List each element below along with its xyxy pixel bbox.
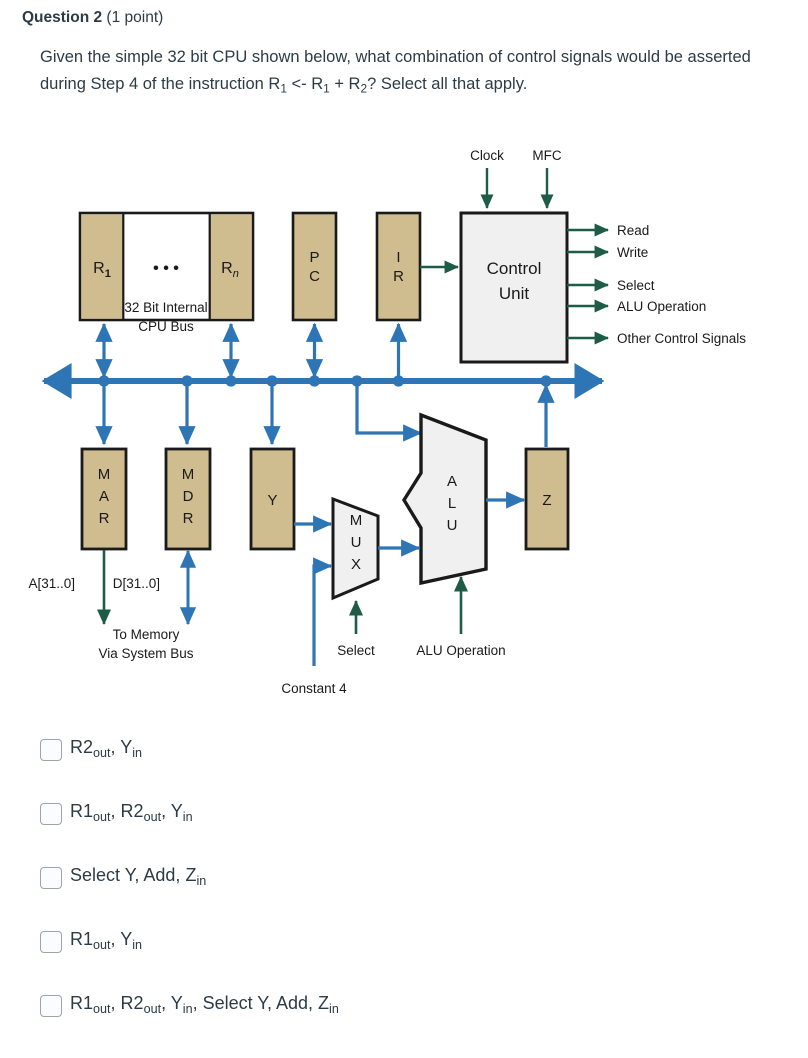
answer-option-1[interactable]: R2out, Yin xyxy=(40,735,780,799)
ir-register-box xyxy=(375,211,422,322)
select-output-label: Select xyxy=(617,278,655,293)
option-checkbox-4[interactable] xyxy=(40,931,62,953)
register-r1-box xyxy=(81,214,124,319)
option-label-2: R1out, R2out, Yin xyxy=(70,801,193,824)
constant4-label: Constant 4 xyxy=(281,681,347,696)
alu-operation-output-label: ALU Operation xyxy=(617,299,706,314)
bus-label-line2: CPU Bus xyxy=(138,319,194,334)
alu-operation-signal-label: ALU Operation xyxy=(416,643,505,658)
alu-label-line1: A xyxy=(447,473,457,490)
prompt-text-4: ? Select all that apply. xyxy=(367,75,528,93)
alu-label-line2: L xyxy=(448,495,456,512)
to-memory-label-line2: Via System Bus xyxy=(98,646,193,661)
question-header: Question 2 (1 point) xyxy=(22,8,163,28)
prompt-sub-1: 1 xyxy=(280,81,287,96)
mar-register-box xyxy=(80,447,128,551)
write-output-label: Write xyxy=(617,245,648,260)
mux-label-line3: X xyxy=(351,556,361,573)
control-unit-box xyxy=(459,211,569,364)
answer-option-4[interactable]: R1out, Yin xyxy=(40,927,780,991)
bus-dot-mdr xyxy=(266,375,278,387)
mux-label-line2: U xyxy=(351,534,362,551)
pc-label-line1: P xyxy=(309,249,319,266)
mdr-label-line3: R xyxy=(183,510,194,527)
alu-shape xyxy=(402,412,488,586)
mar-label-line2: A xyxy=(99,488,109,505)
alu-label-line3: U xyxy=(447,517,458,534)
answer-option-5[interactable]: R1out, R2out, Yin, Select Y, Add, Zin xyxy=(40,991,780,1055)
mdr-label-line1: M xyxy=(182,466,195,483)
register-rn-box xyxy=(209,214,252,319)
pc-label-line2: C xyxy=(309,268,320,285)
y-label: Y xyxy=(267,492,277,509)
z-register-box xyxy=(524,447,570,551)
ir-label-line1: I xyxy=(396,249,400,266)
constant4-to-mux-arrow xyxy=(312,557,333,666)
option-label-3: Select Y, Add, Zin xyxy=(70,865,207,888)
pc-register-box xyxy=(291,211,338,322)
option-label-4: R1out, Yin xyxy=(70,929,143,952)
prompt-sub-2: 1 xyxy=(323,81,330,96)
mux-shape xyxy=(331,496,380,601)
bus-dot-y xyxy=(351,375,363,387)
option-checkbox-1[interactable] xyxy=(40,739,62,761)
address-bus-label: A[31..0] xyxy=(28,576,75,591)
bus-dot-r1 xyxy=(98,375,110,387)
bus-label-line1: 32 Bit Internal xyxy=(124,300,207,315)
bus-dot-ir xyxy=(392,375,405,387)
option-label-1: R2out, Yin xyxy=(70,737,143,760)
answer-option-3[interactable]: Select Y, Add, Zin xyxy=(40,863,780,927)
bus-dot-z xyxy=(540,375,552,387)
bus-dot-pc xyxy=(308,375,321,387)
prompt-sub-3: 2 xyxy=(360,81,368,96)
cpu-datapath-diagram: Clock MFC R1 • • • Rn P C I R xyxy=(0,136,808,716)
option-label-5: R1out, R2out, Yin, Select Y, Add, Zin xyxy=(70,993,339,1016)
bus-dot-rn xyxy=(225,375,237,387)
ir-label-line2: R xyxy=(393,268,404,285)
z-label: Z xyxy=(542,492,551,509)
prompt-text-1: Given the simple 32 bit CPU shown below,… xyxy=(40,48,751,93)
mdr-register-box xyxy=(164,447,212,551)
mar-label-line1: M xyxy=(98,466,111,483)
to-memory-label-line1: To Memory xyxy=(113,627,180,642)
mdr-label-line2: D xyxy=(183,488,194,505)
option-checkbox-5[interactable] xyxy=(40,995,62,1017)
mux-label-line1: M xyxy=(350,512,363,529)
read-output-label: Read xyxy=(617,223,649,238)
mar-label-line3: R xyxy=(99,510,110,527)
control-unit-label-line2: Unit xyxy=(499,284,530,303)
option-checkbox-3[interactable] xyxy=(40,867,62,889)
other-signals-output-label: Other Control Signals xyxy=(617,331,746,346)
bus-dot-mar xyxy=(181,375,193,387)
prompt-text-3: + R xyxy=(329,75,361,93)
data-bus-label: D[31..0] xyxy=(113,576,160,591)
control-unit-label-line1: Control xyxy=(487,259,542,278)
answer-option-2[interactable]: R1out, R2out, Yin xyxy=(40,799,780,863)
mfc-label: MFC xyxy=(532,148,561,163)
select-signal-label: Select xyxy=(337,643,375,658)
register-ellipsis-label: • • • xyxy=(153,260,179,277)
bus-to-alu-arrow xyxy=(355,384,423,442)
question-prompt: Given the simple 32 bit CPU shown below,… xyxy=(40,44,770,98)
question-number: Question 2 xyxy=(22,9,103,26)
option-checkbox-2[interactable] xyxy=(40,803,62,825)
prompt-text-2: <- R xyxy=(286,75,324,93)
y-register-box xyxy=(249,447,296,551)
clock-label: Clock xyxy=(470,148,504,163)
question-points: (1 point) xyxy=(106,9,164,26)
